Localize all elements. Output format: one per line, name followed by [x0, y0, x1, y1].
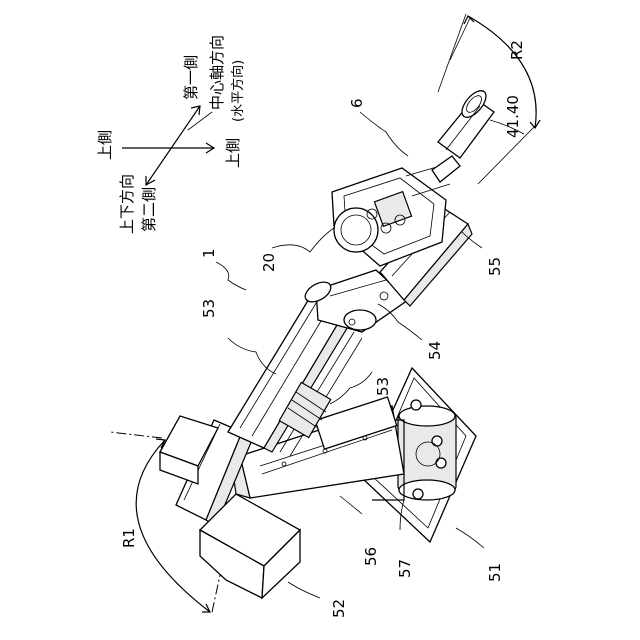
orientation-axes [122, 106, 214, 185]
label-vertical-direction: 上下方向 [118, 174, 136, 234]
ref-51: 51 [486, 563, 504, 582]
label-upper-side-top: 上側 [96, 130, 114, 160]
ref-53-lower: 53 [374, 377, 392, 396]
ref-6: 6 [348, 98, 366, 108]
label-horizontal-direction: (水平方向) [230, 60, 246, 122]
tool-cutter [432, 87, 494, 182]
ref-53-upper: 53 [200, 299, 218, 318]
ref-56: 56 [362, 547, 380, 566]
label-second-side: 第二側 [140, 187, 158, 232]
label-axis-direction: 中心軸方向 [208, 35, 226, 110]
label-r1: R1 [120, 528, 138, 548]
ref-54: 54 [426, 341, 444, 360]
ref-52: 52 [330, 599, 348, 618]
ref-55: 55 [486, 257, 504, 276]
label-upper-side-right: 上側 [224, 138, 242, 168]
ref-20: 20 [260, 253, 278, 272]
label-angle-value: 41.40 [504, 95, 522, 138]
label-first-side: 第一側 [182, 55, 200, 100]
ref-57: 57 [396, 559, 414, 578]
ref-1: 1 [200, 248, 218, 258]
label-r2: R2 [508, 40, 526, 60]
